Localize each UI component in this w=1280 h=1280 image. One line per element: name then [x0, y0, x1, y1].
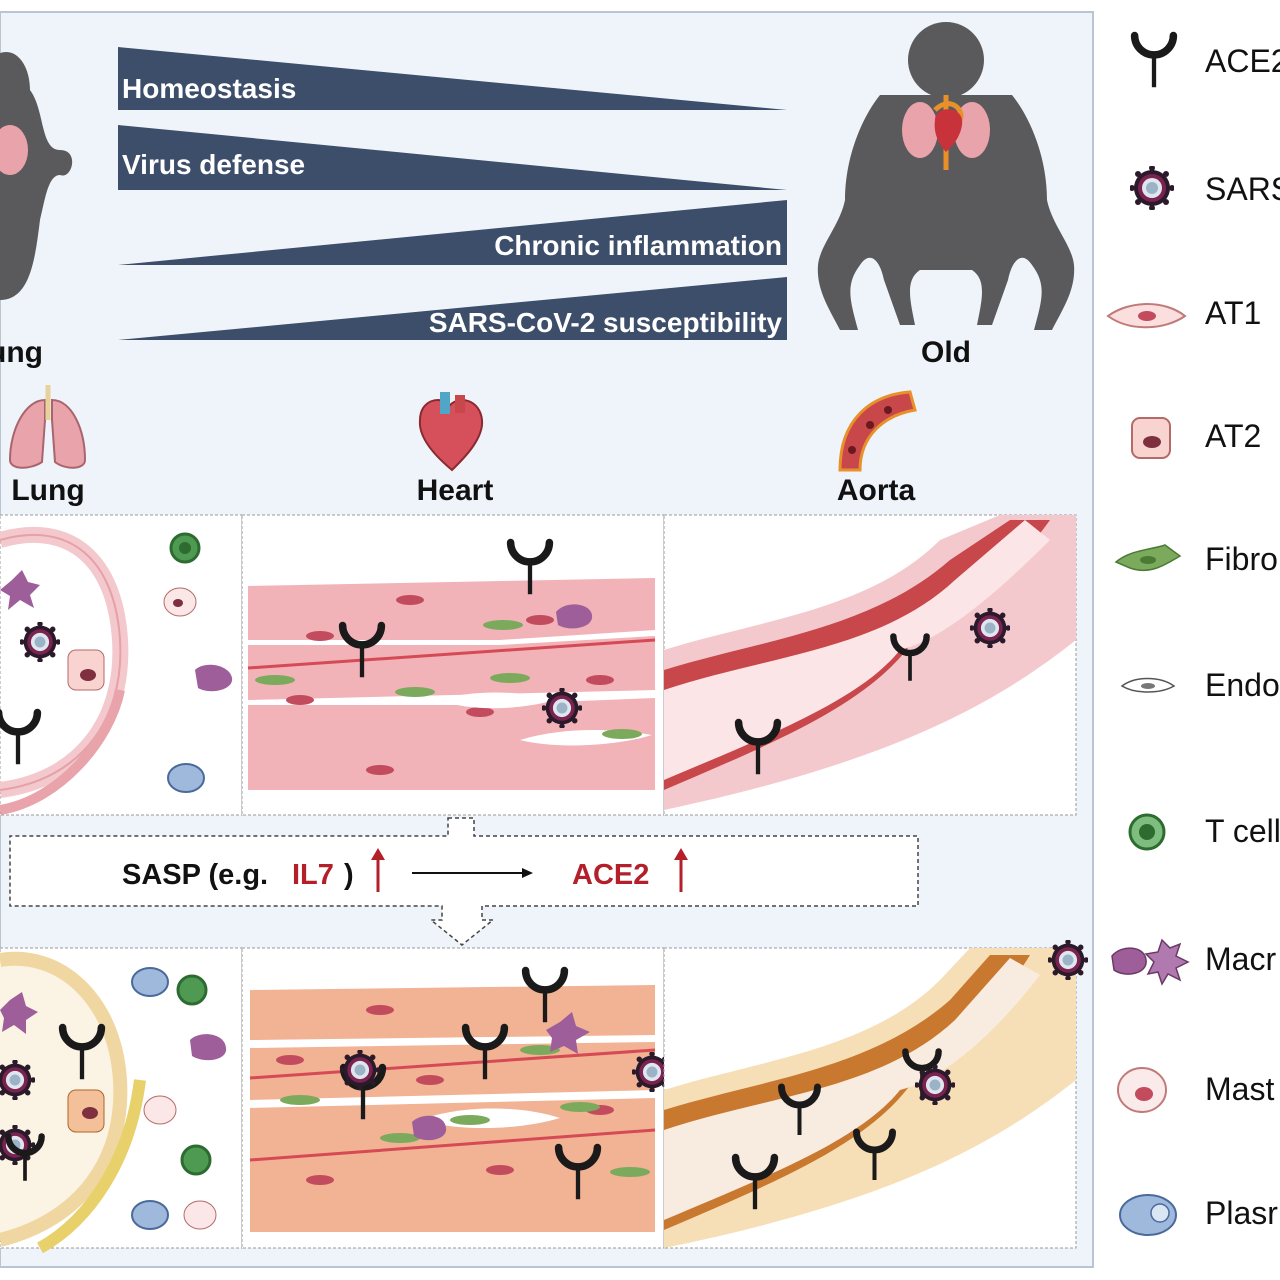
fibroblast-icon — [1114, 544, 1182, 572]
old-label: Old — [921, 336, 971, 369]
old-monkey-figure — [817, 22, 1075, 330]
legend-sars-label: SARS — [1205, 171, 1280, 207]
old-lung-panel — [0, 947, 243, 1254]
endothelial-cell-icon — [1120, 677, 1176, 693]
young-aorta-panel — [663, 514, 1077, 816]
lungs-icon — [8, 385, 87, 469]
legend-macrophage-label: Macr — [1205, 941, 1276, 977]
aorta-icon — [838, 390, 917, 472]
legend-t-cell-label: T cell — [1205, 813, 1280, 849]
legend: ACE2 SARS AT1 AT2 Fibro Endo — [1106, 36, 1280, 1236]
young-heart-panel — [241, 514, 665, 816]
sasp-prefix: SASP (e.g. — [122, 859, 268, 891]
legend-at1-label: AT1 — [1205, 295, 1261, 331]
sasp-suffix: ) — [344, 859, 354, 891]
old-aorta-panel — [663, 940, 1088, 1249]
legend-endo-label: Endo — [1205, 667, 1280, 703]
right-arrow-icon — [412, 868, 533, 878]
sars-cov-2-virion-icon — [1130, 166, 1174, 210]
sasp-factor-il7: IL7 — [292, 859, 334, 891]
chronic-inflammation-wedge — [118, 200, 787, 265]
old-heart-panel — [241, 947, 672, 1249]
sasp-target-ace2: ACE2 — [572, 859, 649, 891]
legend-mast-label: Mast — [1205, 1071, 1274, 1107]
sasp-mechanism-box: SASP (e.g. IL7 ) ACE2 — [9, 817, 919, 946]
heart-label: Heart — [417, 474, 494, 507]
ace2-up-arrow-icon — [674, 848, 688, 892]
virus-defense-wedge — [118, 125, 787, 190]
young-lung-panel — [0, 514, 243, 816]
at1-cell-icon — [1106, 303, 1187, 329]
legend-fibro-label: Fibro — [1205, 541, 1278, 577]
sars-susceptibility-label: SARS-CoV-2 susceptibility — [429, 307, 783, 338]
legend-at2-label: AT2 — [1205, 418, 1261, 454]
young-monkey-figure — [0, 51, 73, 300]
chronic-inflammation-label: Chronic inflammation — [494, 230, 782, 261]
plasma-cell-icon — [1119, 1194, 1177, 1236]
ace2-receptor-icon — [1135, 36, 1174, 88]
t-cell-icon — [1128, 813, 1166, 851]
heart-icon — [418, 392, 484, 472]
homeostasis-label: Homeostasis — [122, 73, 296, 104]
at2-cell-icon — [1131, 417, 1171, 459]
young-label: ung — [0, 336, 43, 369]
legend-ace2-label: ACE2 — [1205, 43, 1280, 79]
mast-cell-icon — [1117, 1067, 1167, 1113]
macrophage-icon — [1111, 938, 1190, 986]
trend-wedges: Homeostasis Virus defense Chronic inflam… — [118, 47, 787, 340]
il7-up-arrow-icon — [371, 848, 385, 892]
homeostasis-wedge — [118, 47, 787, 110]
legend-plasma-label: Plasr — [1205, 1195, 1278, 1231]
sars-susceptibility-wedge — [118, 277, 787, 340]
lung-label: Lung — [11, 474, 84, 507]
aorta-label: Aorta — [837, 474, 916, 507]
virus-defense-label: Virus defense — [122, 149, 305, 180]
